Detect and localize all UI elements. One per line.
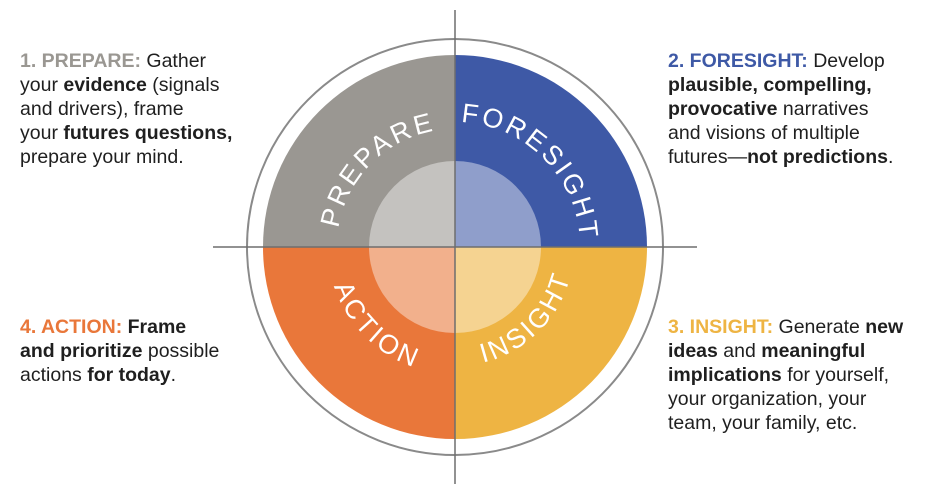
quadrant-foresight [455,55,647,247]
foresight-text-segment: and visions of multiple [668,122,860,144]
quadrant-action [263,247,455,439]
foresight-text-segment: . [887,146,894,168]
heading-action: 4. ACTION: [20,316,123,338]
insight-text-segment: Generate [778,316,866,338]
heading-prepare: 1. PREPARE: [20,50,141,72]
prepare-text-segment: (signals [146,74,220,96]
prepare-text-segment: prepare your mind. [20,146,184,168]
foresight-text-segment: plausible, compelling, [668,74,872,96]
insight-text-segment: team, your family, etc. [668,412,858,434]
prepare-text-segment: and drivers), frame [20,98,184,120]
prepare-text-segment: your [20,74,64,96]
action-text-segment: and prioritize [20,340,143,362]
insight-text-segment: meaningful [761,340,866,362]
insight-text-segment: and [717,340,762,362]
prepare-text-segment: your [20,122,64,144]
foresight-text-segment: narratives [777,98,869,120]
foresight-text-segment: provocative [668,98,778,120]
prepare-text-segment: Gather [146,50,207,72]
prepare-text-segment: futures questions, [63,122,233,144]
heading-foresight: 2. FORESIGHT: [668,50,808,72]
foresight-text-segment: Develop [813,50,885,72]
insight-text-segment: for yourself, [781,364,890,386]
action-text-segment: for today [87,364,171,386]
description-insight: 3. INSIGHT: Generate new ideas and meanin… [668,315,903,435]
description-prepare: 1. PREPARE: Gather your evidence (signals… [20,49,232,169]
insight-text-segment: implications [668,364,782,386]
action-text-segment: Frame [127,316,187,338]
action-text-segment: actions [20,364,88,386]
prepare-text-segment: evidence [63,74,147,96]
quadrant-insight [455,247,647,439]
heading-insight: 3. INSIGHT: [668,316,774,338]
action-text-segment: possible [142,340,220,362]
foresight-text-segment: futures— [668,146,748,168]
action-text-segment: . [170,364,177,386]
insight-text-segment: your organization, your [668,388,867,410]
foresight-text-segment: not predictions [747,146,888,168]
insight-text-segment: ideas [668,340,718,362]
insight-text-segment: new [865,316,904,338]
quadrant-prepare [263,55,455,247]
